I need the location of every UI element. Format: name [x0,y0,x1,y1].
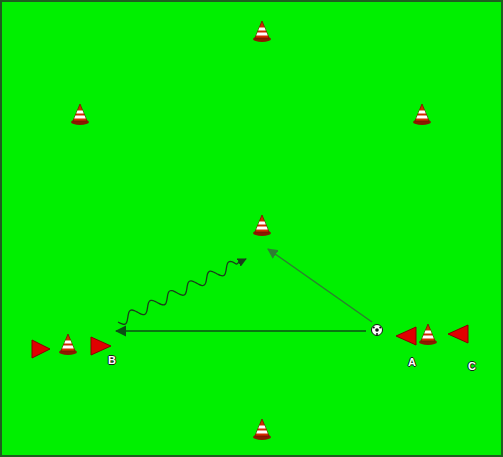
cone [59,334,77,355]
player-marker [395,326,417,346]
player-marker [90,336,112,356]
ball [370,323,384,337]
cone [71,104,89,125]
pass-arrow [116,330,366,332]
player-marker [32,340,50,358]
cone [253,419,271,440]
player: B [86,326,116,366]
player: A [366,322,418,368]
cone [419,324,437,345]
cones [59,21,437,440]
player-label: A [408,356,416,368]
player: C [446,324,476,372]
cone [253,21,271,42]
dribble-arrow [118,259,246,324]
pass-arrow [268,249,372,322]
cone [253,215,271,236]
player-marker [447,324,469,344]
cone [413,104,431,125]
player-label: B [108,354,116,366]
player-label: C [468,360,476,372]
